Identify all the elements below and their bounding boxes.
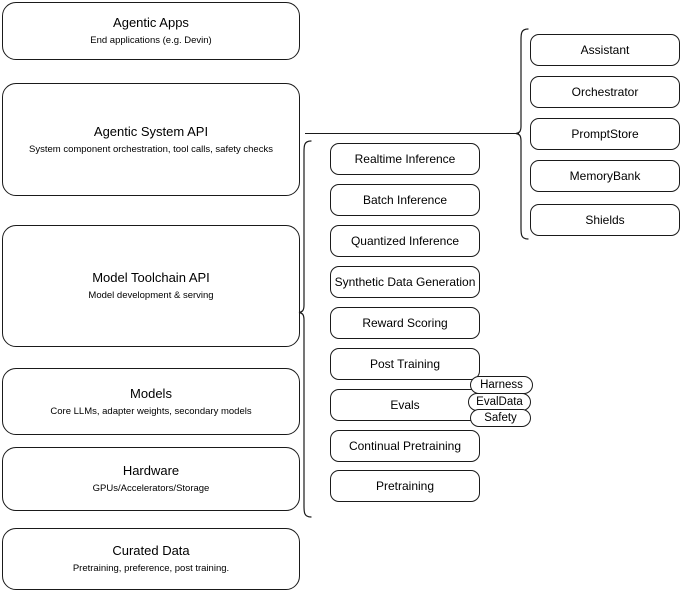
- component-post-training[interactable]: Post Training: [330, 348, 480, 380]
- layer-title: Model Toolchain API: [92, 270, 210, 285]
- evals-tag-label: Harness: [480, 379, 523, 391]
- component-label: Post Training: [369, 357, 441, 371]
- layer-box-agentic-apps[interactable]: Agentic Apps End applications (e.g. Devi…: [2, 2, 300, 60]
- layer-title: Agentic System API: [93, 123, 209, 139]
- component-label: Batch Inference: [362, 193, 448, 207]
- component-continual-pretraining[interactable]: Continual Pretraining: [330, 430, 480, 462]
- component-label: Continual Pretraining: [348, 439, 462, 453]
- component-realtime-inference[interactable]: Realtime Inference: [330, 143, 480, 175]
- evals-tag-label: Safety: [484, 412, 517, 424]
- brace-toolchain-components: [298, 140, 312, 518]
- layer-title: Curated Data: [112, 543, 190, 558]
- layer-box-agentic-system-api[interactable]: Agentic System API System component orch…: [2, 83, 300, 196]
- component-label: Synthetic Data Generation: [334, 275, 476, 289]
- layer-subtitle: Core LLMs, adapter weights, secondary mo…: [50, 405, 252, 417]
- agentic-component-label: Orchestrator: [571, 85, 639, 99]
- component-pretraining[interactable]: Pretraining: [330, 470, 480, 502]
- component-label: Evals: [390, 398, 420, 412]
- agentic-component-assistant[interactable]: Assistant: [530, 34, 680, 66]
- agentic-component-orchestrator[interactable]: Orchestrator: [530, 76, 680, 108]
- component-label: Realtime Inference: [354, 152, 456, 166]
- agentic-component-promptstore[interactable]: PromptStore: [530, 118, 680, 150]
- brace-agentic-components: [515, 28, 529, 240]
- layer-title: Models: [130, 385, 172, 401]
- component-label: Pretraining: [375, 479, 435, 493]
- layer-box-curated-data[interactable]: Curated Data Pretraining, preference, po…: [2, 528, 300, 590]
- component-reward-scoring[interactable]: Reward Scoring: [330, 307, 480, 339]
- agentic-component-label: Shields: [585, 213, 625, 227]
- layer-box-models[interactable]: Models Core LLMs, adapter weights, secon…: [2, 368, 300, 435]
- layer-subtitle: System component orchestration, tool cal…: [29, 143, 273, 155]
- layer-title: Agentic Apps: [113, 15, 189, 30]
- component-synthetic-data-generation[interactable]: Synthetic Data Generation: [330, 266, 480, 298]
- layer-subtitle: Model development & serving: [88, 290, 214, 301]
- component-label: Quantized Inference: [350, 234, 460, 248]
- agentic-component-shields[interactable]: Shields: [530, 204, 680, 236]
- component-batch-inference[interactable]: Batch Inference: [330, 184, 480, 216]
- component-evals[interactable]: Evals: [330, 389, 480, 421]
- agentic-component-label: Assistant: [580, 43, 630, 57]
- layer-box-hardware[interactable]: Hardware GPUs/Accelerators/Storage: [2, 447, 300, 511]
- component-quantized-inference[interactable]: Quantized Inference: [330, 225, 480, 257]
- agentic-component-label: MemoryBank: [569, 169, 641, 183]
- layer-subtitle: GPUs/Accelerators/Storage: [92, 483, 210, 494]
- connector-agentic-system-api-to-components: [305, 133, 519, 134]
- evals-tag-safety[interactable]: Safety: [470, 409, 531, 427]
- evals-tag-harness[interactable]: Harness: [470, 376, 533, 394]
- component-label: Reward Scoring: [362, 316, 448, 330]
- agentic-component-memorybank[interactable]: MemoryBank: [530, 160, 680, 192]
- layer-subtitle: End applications (e.g. Devin): [90, 35, 212, 46]
- layer-box-model-toolchain-api[interactable]: Model Toolchain API Model development & …: [2, 225, 300, 347]
- layer-subtitle: Pretraining, preference, post training.: [72, 563, 230, 574]
- evals-tag-label: EvalData: [476, 396, 523, 408]
- layer-title: Hardware: [122, 463, 180, 478]
- agentic-component-label: PromptStore: [571, 127, 639, 141]
